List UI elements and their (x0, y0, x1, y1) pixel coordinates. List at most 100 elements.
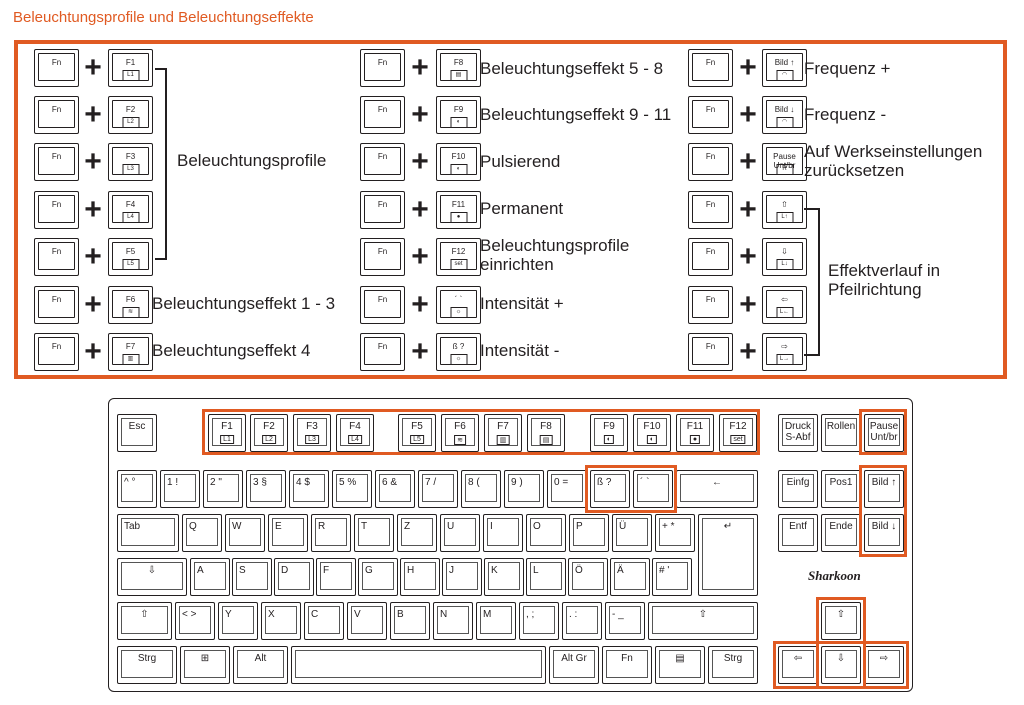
label-effect-1-3: Beleuchtungseffekt 1 - 3 (152, 294, 336, 313)
key-legend: S (239, 565, 246, 576)
key-label: Fn (377, 247, 388, 256)
key-sublabel: ☼ (450, 307, 467, 318)
key-legend: H (407, 565, 415, 576)
key-legend: 8 ( (468, 477, 480, 488)
keyboard-key: Ö (568, 558, 608, 596)
keyboard-key: Z (397, 514, 437, 552)
key-legend: 9 ) (511, 477, 523, 488)
fn-key: Fn (34, 49, 79, 87)
key-legend: ´ ` (640, 477, 650, 488)
keyboard-key: # ' (652, 558, 692, 596)
key-sublabel: ◐ (450, 117, 467, 128)
keyboard-key: I (483, 514, 523, 552)
key-label: Bild ↓ (774, 105, 795, 114)
key-legend: , ; (526, 609, 535, 620)
key-legend: ß ? (597, 477, 612, 488)
key-legend: < > (182, 609, 197, 620)
plus-sign: + (411, 51, 429, 84)
key-legend: Alt (254, 653, 267, 664)
keyboard-key: , ; (519, 602, 559, 640)
key-legend: F4 (349, 421, 361, 432)
fn-key: Fn (360, 238, 405, 276)
plus-sign: + (739, 335, 757, 368)
label-effect-4: Beleuchtungseffekt 4 (152, 341, 311, 360)
keyboard-key: N (433, 602, 473, 640)
key-legend: 1 ! (167, 477, 179, 488)
key-legend: 2 " (210, 477, 222, 488)
key-label: F1 (125, 58, 136, 67)
key-legend: Rollen (826, 421, 856, 432)
key-sublabel: L4 (348, 435, 362, 444)
keyboard-key: F11● (676, 414, 714, 452)
key-sublabel: ◐ (450, 164, 467, 175)
key-legend: Bild ↓ (871, 521, 897, 532)
key-label: F12 (451, 247, 466, 256)
key-sublabel: ▥ (122, 354, 139, 365)
page-title: Beleuchtungsprofile und Beleuchtungseffe… (13, 9, 314, 26)
key-legend: F11 (686, 421, 704, 432)
keyboard-key: 2 " (203, 470, 243, 508)
keyboard-key: C (304, 602, 344, 640)
keyboard-key: R (311, 514, 351, 552)
key-legend: G (365, 565, 373, 576)
fn-key: Fn (360, 96, 405, 134)
combo-key: ß ?☼ (436, 333, 481, 371)
key-label: F6 (125, 295, 136, 304)
combo-key: Bild ↑◠ (762, 49, 807, 87)
keyboard-key: 7 / (418, 470, 458, 508)
plus-sign: + (739, 51, 757, 84)
keyboard-key: Bild ↑ (864, 470, 904, 508)
keyboard-key: ▤ (655, 646, 705, 684)
fn-key: Fn (34, 238, 79, 276)
combo-key: F7▥ (108, 333, 153, 371)
key-legend: A (197, 565, 204, 576)
key-label: Fn (705, 295, 716, 304)
key-sublabel: L3 (305, 435, 319, 444)
key-legend: ^ ° (124, 477, 136, 488)
enter-key: ↵ (698, 514, 758, 596)
key-label: Fn (51, 342, 62, 351)
key-legend: Einfg (786, 477, 810, 488)
key-label: Fn (51, 105, 62, 114)
plus-sign: + (84, 288, 102, 321)
keyboard-key: S (232, 558, 272, 596)
key-sublabel: ▥ (496, 435, 510, 445)
key-label: F9 (453, 105, 464, 114)
key-legend: F5 (411, 421, 423, 432)
brand-logo: Sharkoon (808, 568, 861, 583)
combo-key: F8▤ (436, 49, 481, 87)
key-legend: Alt Gr (561, 653, 587, 664)
fn-key: Fn (34, 333, 79, 371)
bracket-profiles (155, 68, 167, 260)
keyboard-key: - _ (605, 602, 645, 640)
highlight-box (773, 641, 909, 689)
key-sublabel: ● (450, 212, 467, 223)
key-label: Fn (51, 295, 62, 304)
key-legend: ⊞ (200, 653, 210, 664)
key-label: Fn (705, 247, 716, 256)
keyboard-key: F (316, 558, 356, 596)
key-sublabel: L1 (220, 435, 234, 444)
key-legend: Tab (124, 521, 141, 532)
key-legend: Ö (575, 565, 583, 576)
keyboard-key: Esc (117, 414, 157, 452)
key-label: Fn (705, 152, 716, 161)
key-sublabel: ◐ (646, 435, 658, 444)
fn-key: Fn (688, 191, 733, 229)
keyboard-key: T (354, 514, 394, 552)
keyboard-key: Bild ↓ (864, 514, 904, 552)
key-legend: D (281, 565, 289, 576)
key-legend: F9 (603, 421, 615, 432)
key-legend: 3 § (253, 477, 267, 488)
keyboard-key: M (476, 602, 516, 640)
keyboard-key: . : (562, 602, 602, 640)
keyboard-key: Fn (602, 646, 652, 684)
plus-sign: + (84, 51, 102, 84)
keyboard-key: F8▤ (527, 414, 565, 452)
combo-key: F10◐ (436, 143, 481, 181)
keyboard-key: E (268, 514, 308, 552)
key-legend: ⇧ (836, 609, 846, 620)
key-legend: 6 & (382, 477, 398, 488)
